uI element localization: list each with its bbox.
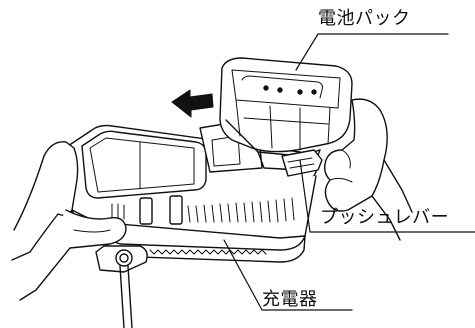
leader-battery: [295, 33, 449, 71]
right-hand: [323, 98, 413, 241]
arrow-left-icon: [171, 89, 214, 118]
leader-charger: [223, 239, 353, 311]
leader-push: [299, 159, 475, 233]
leader-lines: [223, 33, 475, 311]
push-lever-label: プッシュレバー: [320, 207, 450, 228]
left-hand: [11, 141, 127, 301]
push-lever: [281, 149, 323, 177]
power-cord: [95, 245, 148, 328]
charger-label: 充電器: [262, 289, 318, 310]
battery-pack-label: 電池パック: [318, 8, 411, 29]
